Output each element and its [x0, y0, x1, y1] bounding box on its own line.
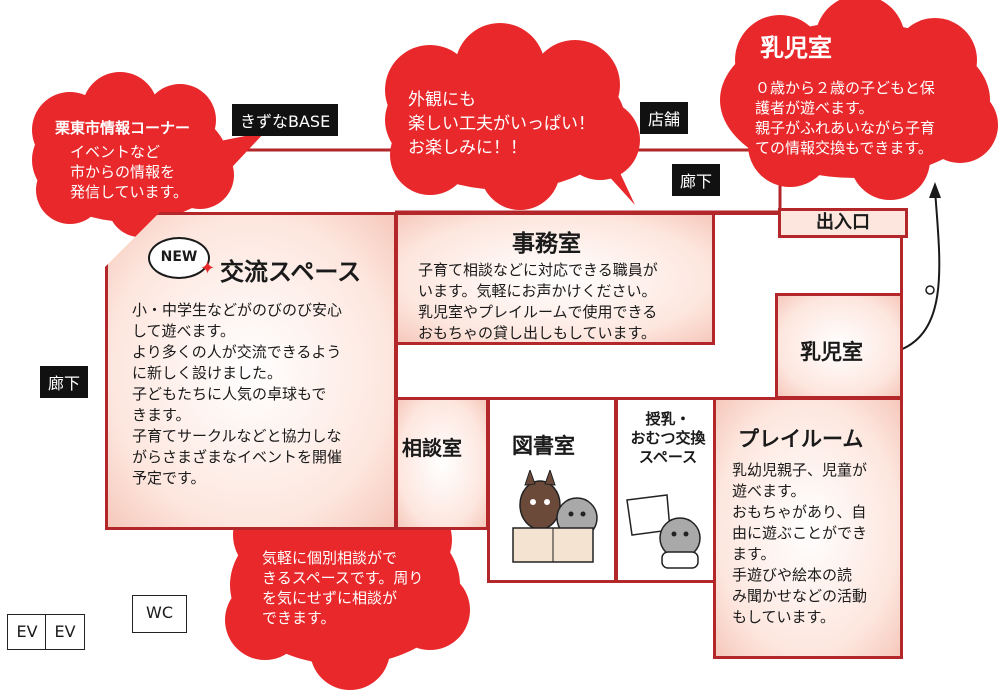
- jimushitsu-title: 事務室: [512, 231, 581, 257]
- label-kizuna-base: きずなBASE: [232, 104, 339, 136]
- room-playroom: [713, 397, 903, 659]
- room-soudanshitsu: [395, 397, 489, 530]
- label-roka-left: 廊下: [40, 366, 89, 398]
- label-tenpo: 店舗: [640, 102, 689, 134]
- ev-2: EV: [45, 614, 85, 650]
- wall-inner: [395, 343, 398, 399]
- wall-right: [900, 212, 903, 295]
- nyujishitsu-bubble-title: 乳児室: [760, 34, 832, 62]
- junyu-title: 授乳・ おむつ交換 スペース: [630, 410, 706, 466]
- mascot-diaper-illustration: [626, 494, 701, 569]
- playroom-text: 乳幼児親子、児童が 遊べます。 おもちゃがあり、自 由に遊ぶことができ ます。 …: [732, 461, 868, 626]
- nyujishitsu-bubble-text: ０歳から２歳の子どもと保 護者が遊べます。 親子がふれあいながら子育 ての情報交…: [755, 79, 936, 157]
- entrance-sign: 出入口: [778, 208, 908, 238]
- info-corner-bubble: [32, 72, 265, 237]
- koryu-text: 小・中学生などがのびのび安心 して遊べます。 より多くの人が交流できるよう に新…: [132, 301, 343, 487]
- ev-1: EV: [7, 614, 47, 650]
- label-roka-top: 廊下: [672, 164, 721, 196]
- jimushitsu-text: 子育て相談などに対応できる職員が います。気軽にお声かけください。 乳児室やプレ…: [418, 261, 658, 342]
- exterior-bubble: [385, 23, 640, 210]
- soudan-bubble-text: 気軽に個別相談がで きるスペースです。周り を気にせずに相談が できます。: [262, 549, 424, 627]
- playroom-title: プレイルーム: [738, 427, 864, 451]
- nyujishitsu-bubble: [720, 0, 998, 200]
- arrow-head: [929, 182, 941, 198]
- info-corner-text: イベントなど 市からの情報を 発信しています。: [70, 143, 189, 201]
- toshoshitsu-title: 図書室: [512, 434, 575, 458]
- nyujishitsu-title: 乳児室: [800, 340, 863, 364]
- arrow-line: [899, 189, 941, 351]
- exterior-text: 外観にも 楽しい工夫がいっぱい！ お楽しみに！！: [408, 90, 595, 158]
- sparkle-icon: ✦: [200, 258, 216, 279]
- mascot-reading-illustration: [512, 470, 598, 563]
- room-jimushitsu: [395, 212, 715, 345]
- soudanshitsu-title: 相談室: [402, 436, 462, 460]
- koryu-title: 交流スペース: [220, 258, 362, 286]
- new-badge: NEW: [148, 237, 210, 279]
- wc: WC: [132, 595, 187, 633]
- info-corner-title: 栗東市情報コーナー: [55, 119, 191, 137]
